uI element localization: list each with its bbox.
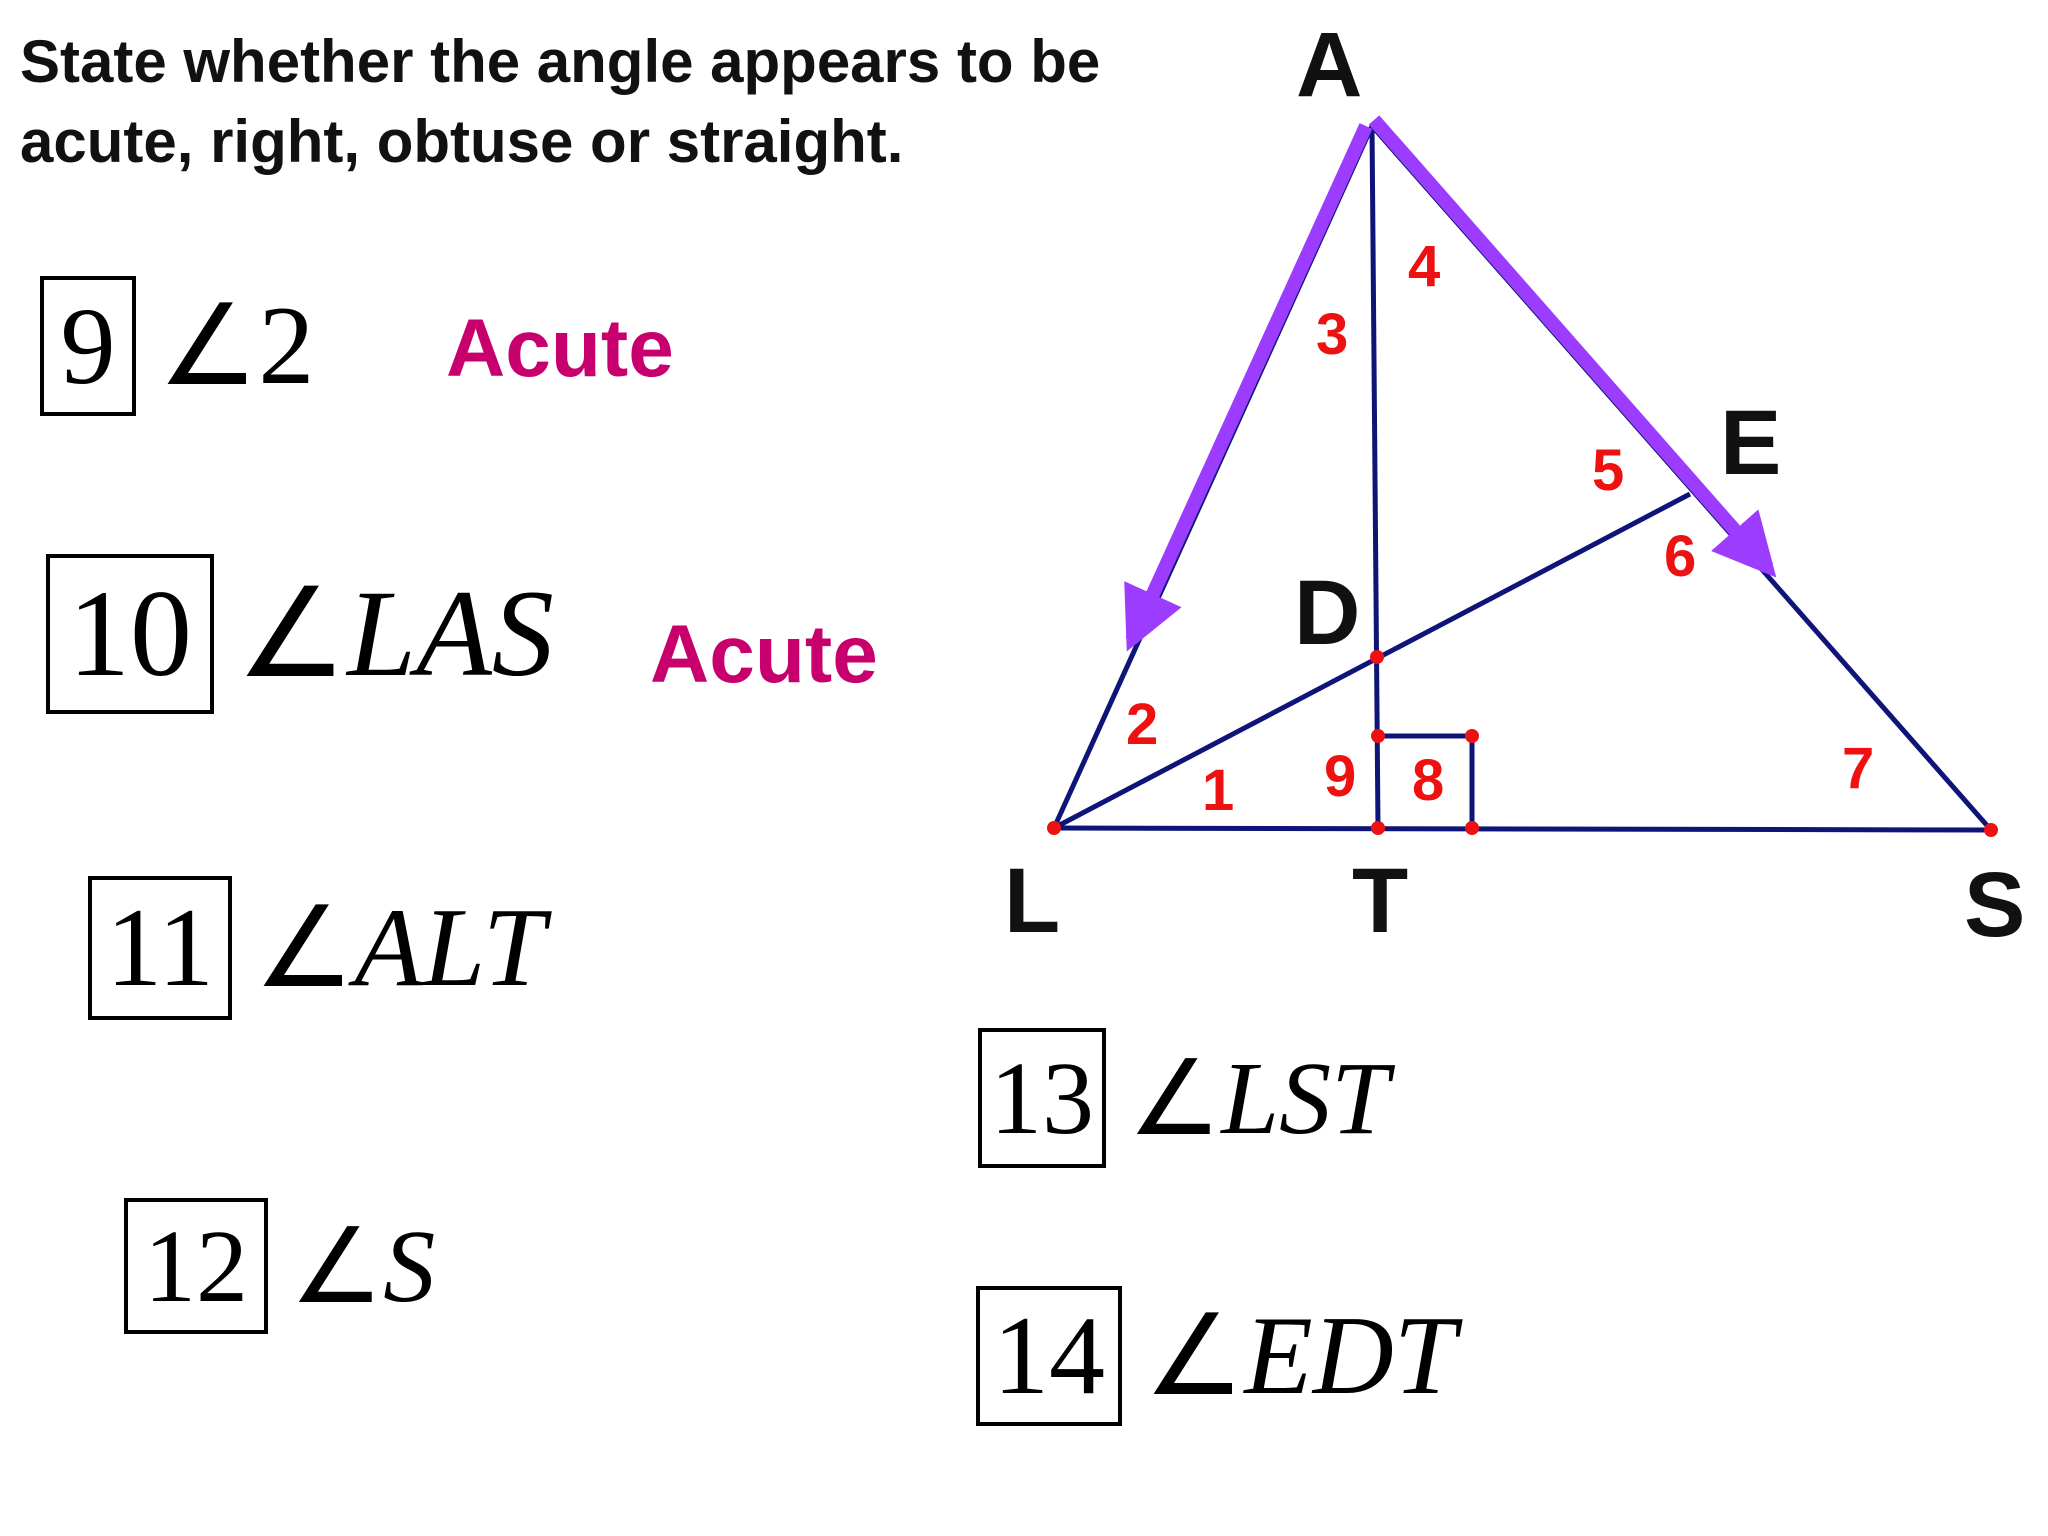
answer-problem-10: Acute	[650, 609, 878, 700]
ray-arrow-AS	[1368, 115, 1777, 578]
problem-number-box: 14	[976, 1286, 1122, 1426]
problem-number-box: 10	[46, 554, 214, 714]
label-E: E	[1720, 392, 1781, 494]
side-LS	[1053, 825, 1992, 833]
point-S	[1984, 823, 1998, 837]
angle-number-1: 1	[1202, 758, 1234, 823]
point-T	[1371, 821, 1385, 835]
problem-12: 12 ∠ S	[124, 1198, 435, 1334]
point-box-bottom-right	[1465, 821, 1479, 835]
angle-number-3: 3	[1316, 302, 1348, 367]
instructions-text: State whether the angle appears to be ac…	[20, 28, 1101, 175]
angle-symbol: ∠	[290, 1210, 384, 1325]
problem-number-box: 12	[124, 1198, 268, 1334]
point-D	[1370, 650, 1384, 664]
label-L: L	[1004, 850, 1060, 952]
angle-name: LST	[1221, 1040, 1389, 1156]
ray-arrow-AL	[1124, 123, 1373, 652]
label-S: S	[1964, 854, 2025, 956]
angle-number-6: 6	[1664, 524, 1696, 589]
label-T: T	[1352, 850, 1408, 952]
problem-10: 10 ∠ LAS	[46, 554, 554, 714]
point-box-top-right	[1465, 729, 1479, 743]
problem-13: 13 ∠ LST	[978, 1028, 1389, 1168]
angle-number-7: 7	[1842, 736, 1874, 801]
problem-11: 11 ∠ ALT	[88, 876, 545, 1020]
angle-name: 2	[258, 283, 315, 408]
answer-problem-9: Acute	[446, 303, 674, 394]
angle-number-8: 8	[1412, 748, 1444, 813]
angle-symbol: ∠	[236, 566, 348, 703]
point-L	[1047, 821, 1061, 835]
angle-number-2: 2	[1126, 692, 1158, 757]
label-D: D	[1294, 562, 1360, 664]
label-A: A	[1296, 14, 1362, 116]
angle-number-4: 4	[1408, 234, 1440, 299]
angle-number-9: 9	[1324, 744, 1356, 809]
angle-name: S	[383, 1208, 436, 1324]
angle-number-5: 5	[1592, 438, 1624, 503]
problem-9: 9 ∠ 2	[40, 276, 314, 416]
segment-AT	[1369, 125, 1381, 829]
angle-symbol: ∠	[1128, 1042, 1222, 1157]
angle-name: EDT	[1244, 1293, 1456, 1418]
angle-name: ALT	[354, 885, 546, 1010]
problem-number-box: 13	[978, 1028, 1106, 1168]
angle-symbol: ∠	[158, 284, 259, 409]
angle-name: LAS	[347, 565, 554, 702]
point-box-top-left	[1371, 729, 1385, 743]
angle-symbol: ∠	[254, 886, 355, 1011]
angle-symbol: ∠	[1144, 1294, 1245, 1419]
problem-number-box: 9	[40, 276, 136, 416]
problem-number-box: 11	[88, 876, 232, 1020]
problem-14: 14 ∠ EDT	[976, 1286, 1456, 1426]
